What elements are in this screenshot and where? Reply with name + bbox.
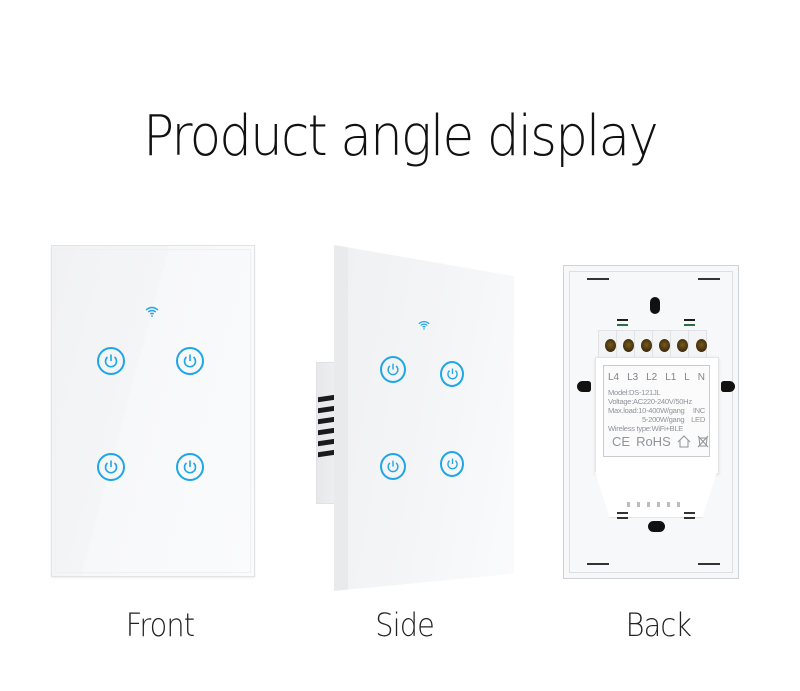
power-icon <box>447 458 458 470</box>
terminal-label: L4 <box>608 372 620 383</box>
wifi-icon <box>145 306 159 317</box>
house-icon <box>677 435 691 448</box>
mount-mark <box>698 278 720 280</box>
touch-button-3[interactable] <box>97 453 125 481</box>
terminal-label: N <box>697 372 705 383</box>
touch-button-3[interactable] <box>380 453 406 480</box>
screw-slot-right <box>721 381 735 392</box>
tab-mark <box>617 324 628 326</box>
touch-button-4[interactable] <box>440 451 464 477</box>
certification-marks: CE RoHS <box>612 434 709 449</box>
tab-mark <box>684 324 695 326</box>
vent-slot <box>667 502 670 507</box>
tab-mark <box>684 517 695 519</box>
rohs-mark: RoHS <box>636 434 671 449</box>
vent-slot <box>677 502 680 507</box>
relay-module-base <box>595 472 717 518</box>
spec-model: Model:DS-121JL <box>608 388 661 397</box>
touch-button-4[interactable] <box>176 453 204 481</box>
power-icon <box>104 354 118 368</box>
terminal-screw <box>677 339 688 352</box>
power-icon <box>183 460 197 474</box>
vent-slot <box>647 502 650 507</box>
power-icon <box>387 460 399 473</box>
terminal-screw <box>623 339 634 352</box>
touch-button-2[interactable] <box>440 361 464 387</box>
view-label-back: Back <box>625 606 692 644</box>
mount-mark <box>587 563 609 565</box>
tab-mark <box>617 512 628 514</box>
terminal-screw <box>659 339 670 352</box>
power-icon <box>387 363 399 376</box>
mount-hole-bottom <box>648 521 665 532</box>
spec-max-load-2: 5-200W/gang <box>642 415 685 424</box>
terminal-screw <box>641 339 652 352</box>
mount-mark <box>698 563 720 565</box>
mount-hole-top <box>650 297 660 314</box>
vent-slot <box>627 502 630 507</box>
power-icon <box>183 354 197 368</box>
terminal-labels: L4 L3 L2 L1 L N <box>608 372 705 383</box>
tab-mark <box>617 319 628 321</box>
spec-wireless: Wireless type:WiFi+BLE <box>608 424 684 433</box>
spec-max-load-2-type: LED <box>691 415 705 424</box>
spec-voltage: Voltage:AC220-240V/50Hz <box>608 397 692 406</box>
front-panel <box>51 245 255 577</box>
weee-bin-icon <box>697 435 709 448</box>
spec-label: L4 L3 L2 L1 L N Model:DS-121JL Voltage:A… <box>603 365 710 457</box>
view-label-front: Front <box>125 606 195 644</box>
power-icon <box>447 368 458 380</box>
terminal-screw <box>605 339 616 352</box>
terminal-label: L3 <box>627 372 639 383</box>
terminal-label: L1 <box>665 372 677 383</box>
mount-mark <box>587 278 609 280</box>
ce-mark: CE <box>612 434 631 449</box>
touch-button-1[interactable] <box>380 356 406 383</box>
power-icon <box>104 460 118 474</box>
terminal-label: L <box>684 372 690 383</box>
tab-mark <box>617 517 628 519</box>
screw-slot-left <box>577 381 591 392</box>
touch-button-1[interactable] <box>97 347 125 375</box>
vent-slot <box>637 502 640 507</box>
vent-slot <box>657 502 660 507</box>
terminal-screw <box>696 339 707 352</box>
spec-max-load-type: INC <box>692 406 705 415</box>
touch-button-2[interactable] <box>176 347 204 375</box>
page-title: Product angle display <box>143 104 659 169</box>
spec-max-load: Max.load:10-400W/gang <box>608 406 685 415</box>
view-label-side: Side <box>375 606 435 644</box>
tab-mark <box>684 319 695 321</box>
terminal-label: L2 <box>646 372 658 383</box>
tab-mark <box>684 512 695 514</box>
side-glass-panel <box>334 245 514 591</box>
wifi-icon <box>418 320 430 330</box>
back-plate-border <box>569 271 733 573</box>
